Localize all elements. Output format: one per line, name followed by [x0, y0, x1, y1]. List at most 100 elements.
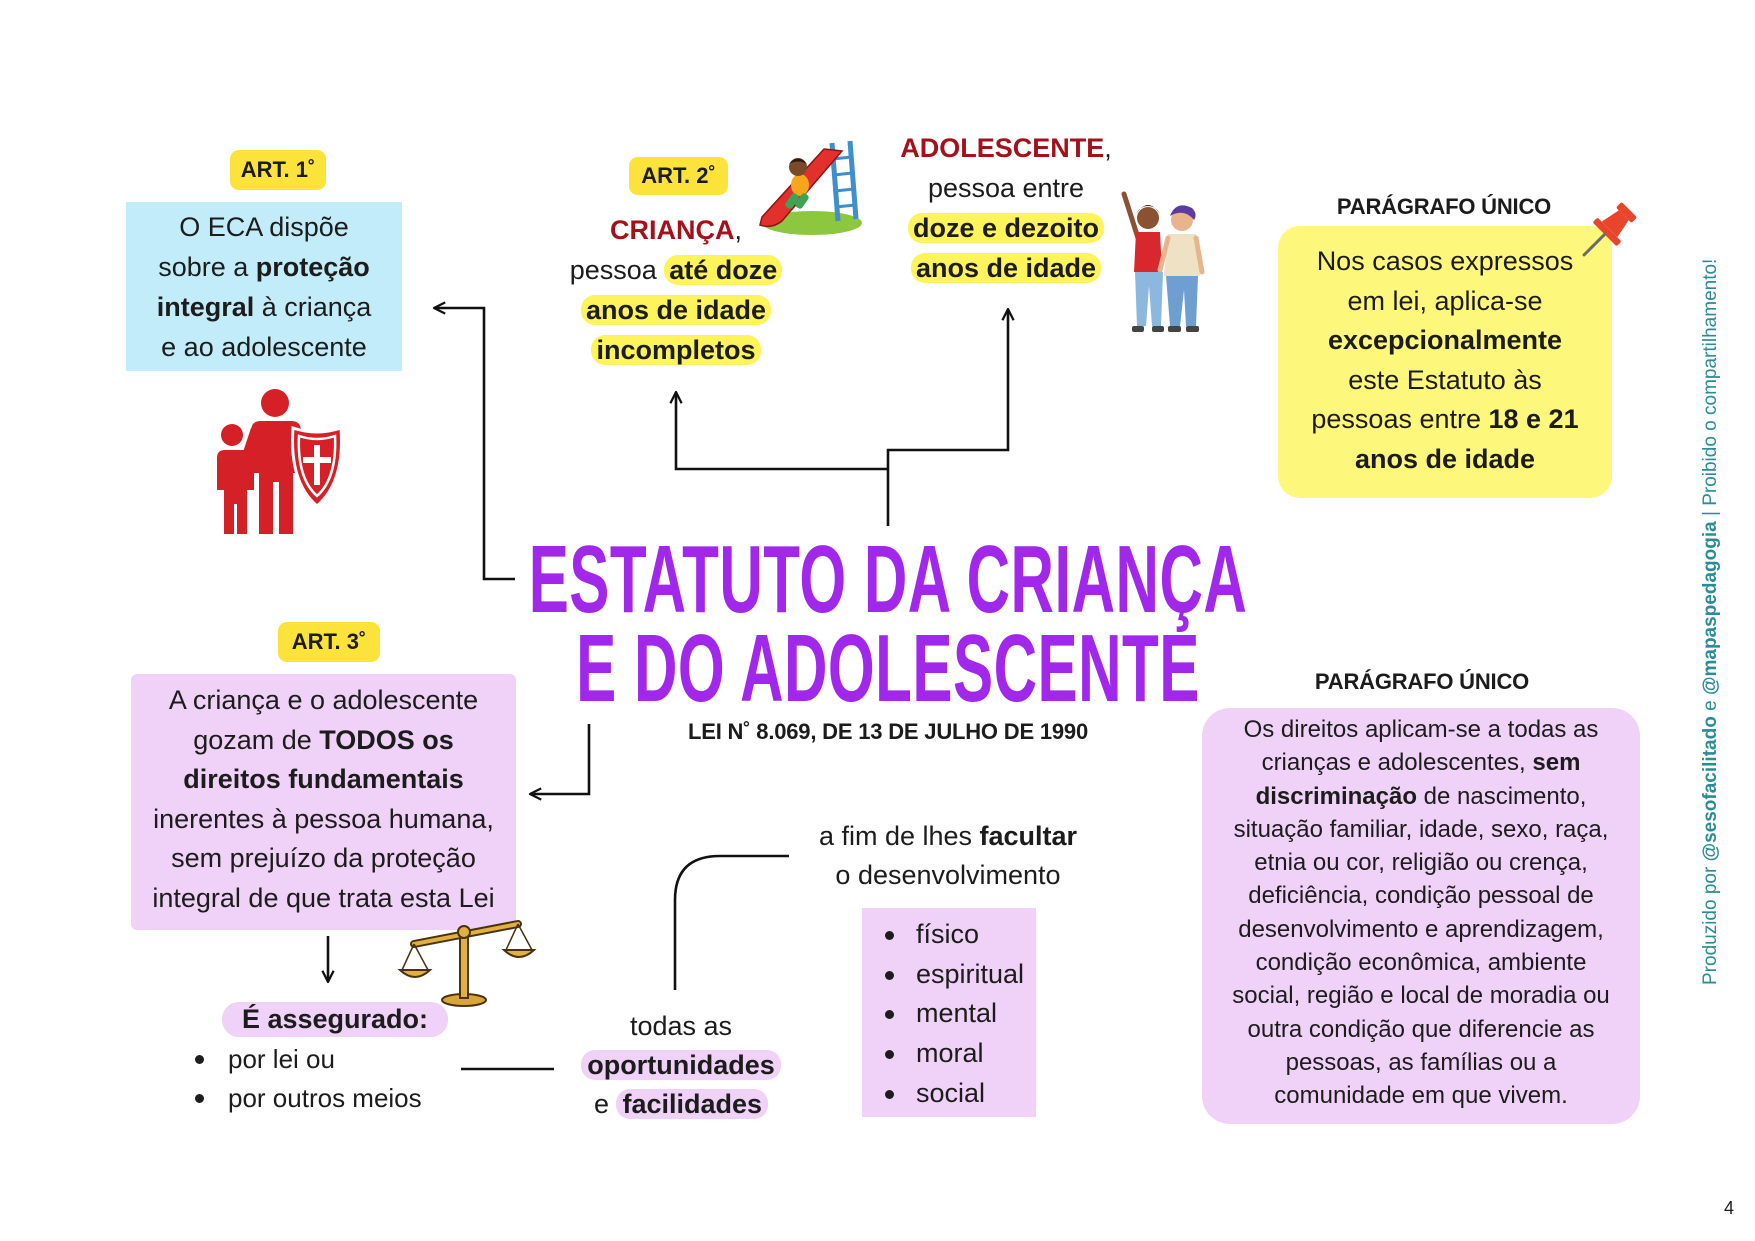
highlighted-text: anos de idade	[580, 295, 772, 325]
text-line: integral de que trata esta Lei	[131, 879, 516, 919]
bold-text: discriminação	[1255, 782, 1417, 810]
text-segment: sobre a	[158, 252, 256, 282]
connector-law-to-art3	[528, 724, 591, 801]
text-line: anos de idade	[556, 290, 796, 330]
text-segment: pessoa	[569, 255, 665, 285]
text-line: o desenvolvimento	[788, 856, 1108, 895]
text-segment: gozam de	[193, 724, 320, 755]
art3-badge: ART. 3˚	[278, 622, 380, 662]
text-segment: condição econômica, ambiente	[1255, 949, 1587, 977]
credits-suffix: | Proibido o compartilhamento!	[1700, 258, 1721, 522]
text-line: A criança e o adolescente	[131, 681, 516, 721]
text-line: anos de idade	[886, 248, 1126, 288]
bold-text: proteção	[255, 252, 370, 282]
text-line: sem prejuízo da proteção	[131, 839, 516, 879]
highlighted-text: oportunidades	[581, 1050, 781, 1080]
list-item: por lei ou	[190, 1040, 422, 1079]
oportunidades-block: todas as oportunidades e facilidades	[551, 1007, 811, 1124]
text-segment: comunidade em que vivem.	[1274, 1082, 1568, 1110]
finalidade-block: a fim de lhes facultar o desenvolvimento	[788, 817, 1108, 895]
text-segment: pessoa entre	[927, 173, 1085, 203]
assegurado-heading: É assegurado:	[222, 1002, 448, 1037]
text-line: ADOLESCENTE,	[886, 128, 1126, 168]
text-line: excepcionalmente	[1278, 321, 1612, 361]
text-line: desenvolvimento e aprendizagem,	[1202, 913, 1640, 946]
text-segment: situação familiar, idade, sexo, raça,	[1233, 815, 1609, 843]
highlighted-text: até doze	[664, 255, 783, 285]
connector-title-to-adolescente	[886, 307, 1015, 526]
highlighted-text: facilidades	[616, 1089, 769, 1119]
credits-mid: e	[1700, 695, 1721, 717]
list-item: mental	[862, 994, 1036, 1034]
highlighted-text: doze e dezoito	[907, 213, 1104, 243]
text-line: anos de idade	[1278, 440, 1612, 480]
text-segment: este Estatuto às	[1348, 364, 1542, 395]
text-line: outra condição que diferencie as	[1202, 1013, 1640, 1046]
text-line: deficiência, condição pessoal de	[1202, 879, 1640, 912]
text-line: gozam de TODOS os	[131, 721, 516, 761]
text-segment: todas as	[629, 1011, 733, 1041]
text-line: comunidade em que vivem.	[1202, 1079, 1640, 1112]
playground-slide-icon	[759, 140, 862, 235]
family-shield-icon	[217, 389, 343, 534]
text-segment: outra condição que diferencie as	[1247, 1015, 1595, 1043]
text-line: crianças e adolescentes, sem	[1202, 746, 1640, 779]
text-line: pessoas entre 18 e 21	[1278, 400, 1612, 440]
art1-box: O ECA dispõe sobre a proteção integral à…	[126, 202, 402, 371]
text-segment: desenvolvimento e aprendizagem,	[1238, 915, 1604, 943]
text-segment: Os direitos aplicam-se a todas as	[1243, 716, 1599, 743]
paragrafo-unico-box: Nos casos expressos em lei, aplica-se ex…	[1278, 226, 1612, 498]
text-line: e ao adolescente	[126, 327, 402, 367]
bold-text: direitos fundamentais	[183, 764, 464, 795]
art1-badge: ART. 1˚	[230, 150, 326, 190]
desenvolvimento-list: físico espiritual mental moral social	[862, 908, 1036, 1117]
text-line: pessoas, as famílias ou a	[1202, 1046, 1640, 1079]
text-segment: inerentes à pessoa humana,	[153, 803, 494, 834]
text-line: integral à criança	[126, 287, 402, 327]
text-line: inerentes à pessoa humana,	[131, 800, 516, 840]
paragrafo-unico-box: Os direitos aplicam-se a todas as crianç…	[1202, 708, 1640, 1124]
list-item: por outros meios	[190, 1079, 422, 1118]
adolescente-term: ADOLESCENTE	[900, 133, 1105, 163]
teenagers-icon	[1121, 191, 1205, 332]
connector-oportunidades-to-finalidade	[673, 854, 789, 990]
adolescente-definition: ADOLESCENTE, pessoa entre doze e dezoito…	[886, 128, 1126, 288]
credits-vertical: Produzido por @sesofacilitado e @mapaspe…	[1697, 249, 1725, 995]
list-item: social	[862, 1074, 1036, 1114]
pushpin-icon	[1582, 202, 1637, 257]
text-segment: e ao adolescente	[161, 332, 367, 362]
text-line: incompletos	[556, 330, 796, 370]
text-line: pessoa até doze	[556, 250, 796, 290]
bold-text: integral	[156, 292, 255, 322]
credits-handle: @mapaspedagogia	[1700, 521, 1721, 696]
text-line: direitos fundamentais	[131, 760, 516, 800]
crianca-term: CRIANÇA	[609, 215, 735, 245]
text-segment: A criança e o adolescente	[168, 685, 479, 715]
connector-title-to-art1	[432, 301, 515, 581]
text-segment: deficiência, condição pessoal de	[1248, 882, 1594, 910]
text-segment: ,	[1104, 133, 1112, 163]
credits-handle: @sesofacilitado	[1700, 716, 1721, 862]
bold-text: 18 e 21	[1488, 404, 1579, 435]
text-line: oportunidades	[551, 1046, 811, 1085]
text-segment: sem prejuízo da proteção	[171, 843, 476, 874]
text-line: etnia ou cor, religião ou crença,	[1202, 846, 1640, 879]
text-line: CRIANÇA,	[556, 210, 796, 250]
text-segment: ,	[734, 215, 742, 245]
text-segment: o desenvolvimento	[835, 860, 1061, 890]
assegurado-list: por lei ou por outros meios	[190, 1040, 422, 1118]
list-item: espiritual	[862, 955, 1036, 995]
text-line: em lei, aplica-se	[1278, 282, 1612, 322]
text-line: e facilidades	[551, 1085, 811, 1124]
text-segment: Nos casos expressos	[1316, 246, 1574, 276]
text-segment: a fim de lhes	[818, 821, 980, 851]
list-item: físico	[862, 915, 1036, 955]
text-line: a fim de lhes facultar	[788, 817, 1108, 856]
text-segment: pessoas entre	[1311, 404, 1489, 435]
paragrafo-unico-heading: PARÁGRAFO ÚNICO	[1336, 194, 1552, 219]
main-title-line-1: ESTATUTO DA CRIANÇA	[528, 525, 1248, 633]
law-reference: LEI N˚ 8.069, DE 13 DE JULHO DE 1990	[688, 719, 1088, 744]
bold-text: facultar	[979, 821, 1078, 851]
text-segment: em lei, aplica-se	[1347, 285, 1543, 316]
paragrafo-unico-heading: PARÁGRAFO ÚNICO	[1314, 669, 1530, 694]
